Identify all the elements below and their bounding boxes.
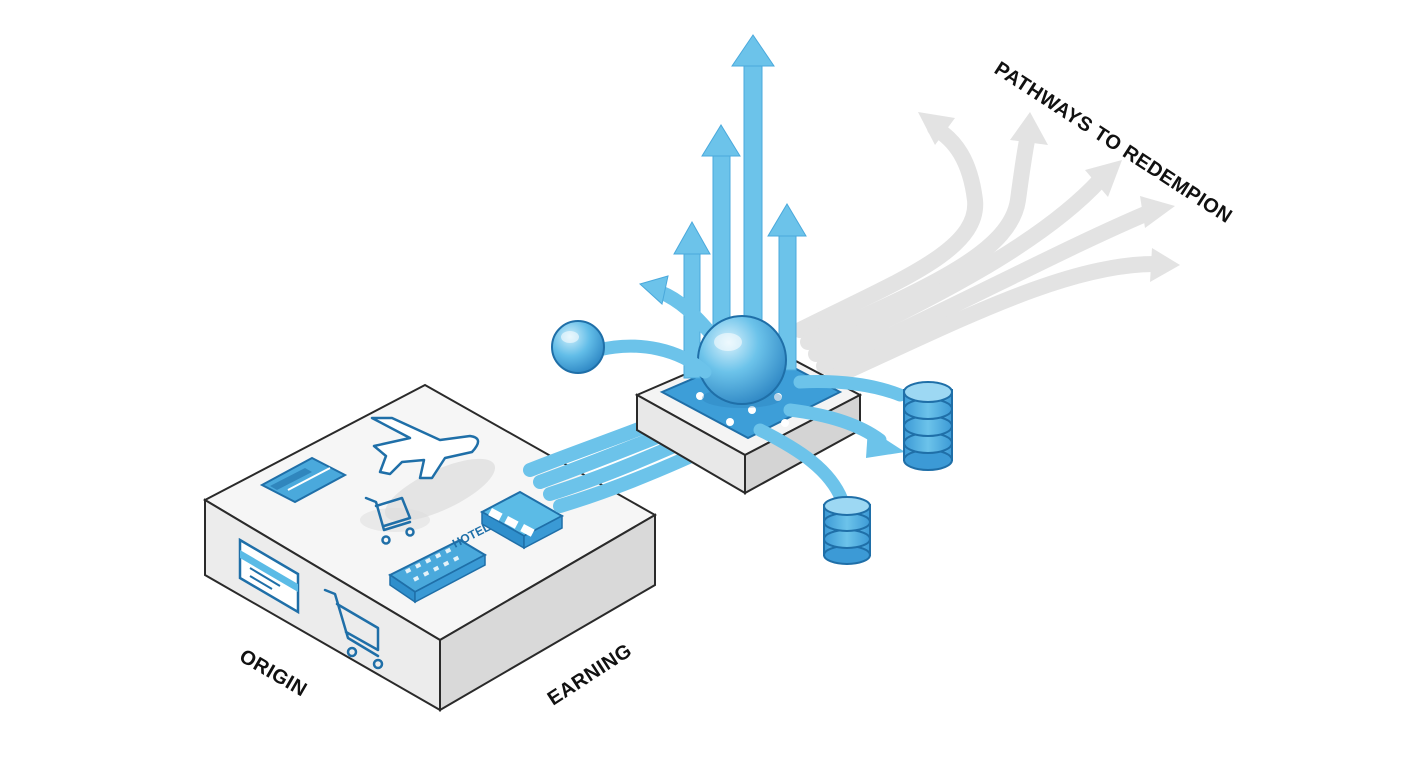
origin-box-right-face (439, 513, 656, 712)
redemption-arrowheads (918, 112, 1180, 282)
earning-label: EARNING (544, 640, 636, 711)
ghost-path-4 (816, 204, 1158, 374)
credit-card-icon (259, 456, 348, 504)
ghost-arrowhead-4 (1140, 196, 1175, 228)
airplane-icon (370, 416, 480, 480)
connector-arrowhead (866, 428, 905, 458)
arrow-up-tallest (731, 34, 775, 361)
ghost-path-3 (808, 172, 1108, 362)
ghost-arrowhead-1 (918, 112, 955, 145)
storefront-icon (479, 490, 565, 550)
credit-card-icon (238, 537, 300, 615)
ghost-arrowhead-2 (1010, 112, 1048, 145)
database-icon (823, 496, 871, 565)
origin-label: ORIGIN (236, 645, 311, 701)
ghost-arrowhead-3 (1085, 160, 1122, 197)
sphere-node-icon (697, 315, 787, 408)
redemption-pathways (792, 120, 1168, 386)
ghost-arrowhead-5 (1150, 248, 1180, 282)
ghost-path-1 (792, 120, 984, 338)
ghost-path-2 (800, 127, 1036, 350)
shopping-cart-icon (323, 588, 384, 670)
sphere-node-icon (551, 320, 712, 379)
arrow-up-mid-right (767, 203, 807, 371)
ghost-path-5 (824, 255, 1168, 386)
arrow-diagonal-left (638, 275, 719, 342)
growth-arrows (638, 34, 807, 379)
arrow-up-tall (701, 124, 741, 371)
database-icon (903, 381, 953, 471)
shopping-cart-icon (364, 496, 415, 545)
